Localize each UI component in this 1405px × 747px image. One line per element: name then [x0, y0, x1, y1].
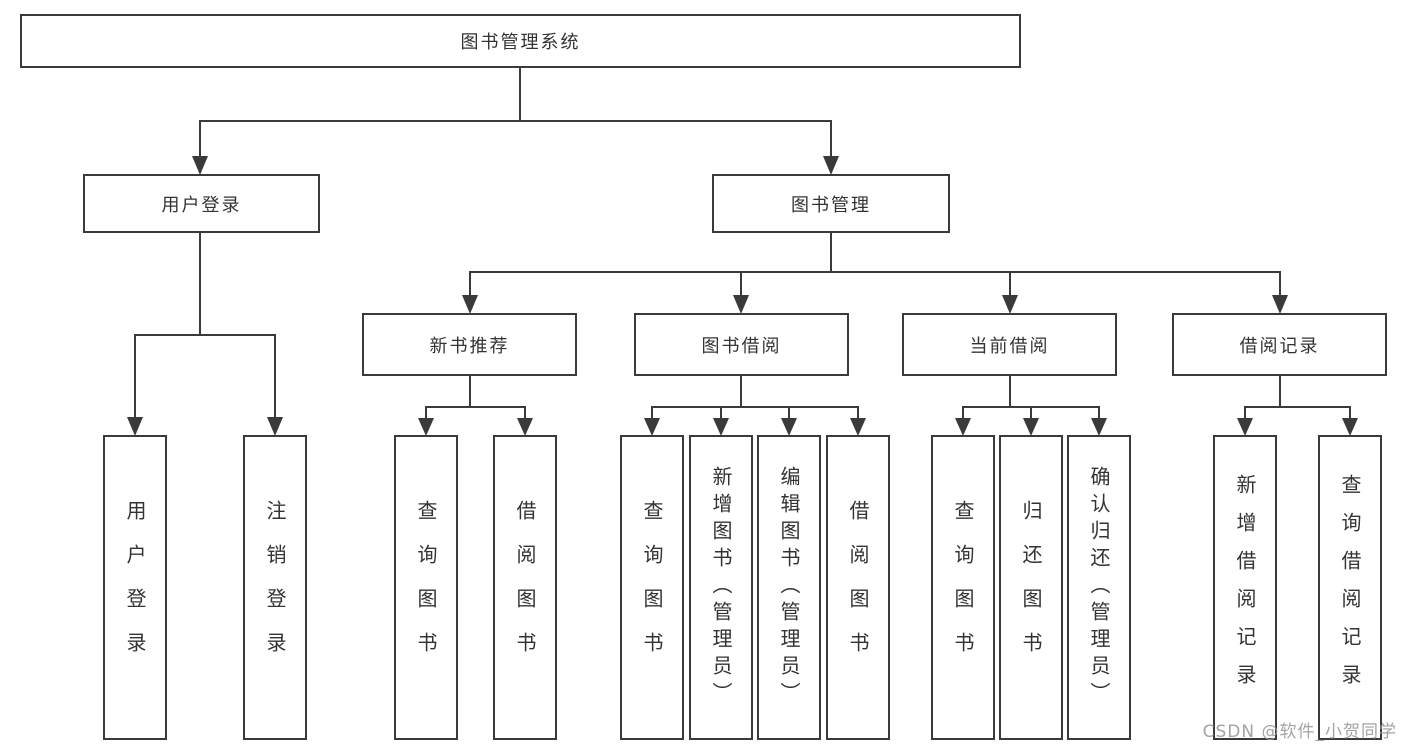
arrow-down-icon — [1002, 295, 1018, 314]
arrow-down-icon — [781, 418, 797, 436]
connector-borrow-branch — [651, 406, 859, 419]
leaf-query-books-borrow-label: 查询图书 — [640, 499, 664, 676]
node-user-login-label: 用户登录 — [161, 194, 242, 216]
node-user-login: 用户登录 — [83, 174, 320, 233]
node-current-borrow: 当前借阅 — [902, 313, 1117, 376]
leaf-logout: 注销登录 — [243, 435, 307, 740]
leaf-query-books-current-label: 查询图书 — [951, 499, 975, 676]
leaf-query-books-recommend-label: 查询图书 — [414, 499, 438, 676]
leaf-user-login: 用户登录 — [103, 435, 167, 740]
node-book-borrow: 图书借阅 — [634, 313, 849, 376]
leaf-confirm-return-admin: 确认归还（管理员） — [1067, 435, 1131, 740]
leaf-logout-label: 注销登录 — [263, 499, 287, 676]
arrow-down-icon — [850, 418, 866, 436]
node-book-borrow-label: 图书借阅 — [701, 335, 782, 357]
connector-current-branch — [962, 406, 1100, 419]
leaf-query-books-recommend: 查询图书 — [394, 435, 458, 740]
leaf-add-books-admin-label: 新增图书（管理员） — [709, 466, 733, 709]
leaf-add-books-admin: 新增图书（管理员） — [689, 435, 753, 740]
arrow-down-icon — [192, 156, 208, 175]
leaf-confirm-return-admin-label: 确认归还（管理员） — [1087, 466, 1111, 709]
node-library-system: 图书管理系统 — [20, 14, 1021, 68]
node-library-system-label: 图书管理系统 — [460, 32, 581, 53]
leaf-user-login-label: 用户登录 — [123, 499, 147, 676]
arrow-down-icon — [418, 418, 434, 436]
arrowheads — [127, 156, 1358, 436]
arrow-down-icon — [462, 295, 478, 314]
node-current-borrow-label: 当前借阅 — [969, 335, 1050, 357]
node-new-book-recommend-label: 新书推荐 — [429, 335, 510, 357]
connector-newbook-branch — [425, 406, 526, 419]
connector-records-branch — [1244, 406, 1351, 419]
node-book-management: 图书管理 — [712, 174, 950, 233]
arrow-down-icon — [127, 417, 143, 436]
arrow-down-icon — [713, 418, 729, 436]
leaf-query-borrow-record-label: 查询借阅记录 — [1338, 473, 1362, 702]
node-book-management-label: 图书管理 — [791, 194, 871, 216]
connector-bookmgmt-branch — [469, 271, 1281, 296]
arrow-down-icon — [1237, 418, 1253, 436]
leaf-query-books-borrow: 查询图书 — [620, 435, 684, 740]
leaf-borrow-books-recommend: 借阅图书 — [493, 435, 557, 740]
connector-root-branch — [199, 120, 832, 157]
leaf-query-borrow-record: 查询借阅记录 — [1318, 435, 1382, 740]
arrow-down-icon — [1272, 295, 1288, 314]
leaf-borrow-books-recommend-label: 借阅图书 — [513, 499, 537, 676]
node-borrow-records-label: 借阅记录 — [1239, 335, 1320, 357]
leaf-query-books-current: 查询图书 — [931, 435, 995, 740]
arrow-down-icon — [955, 418, 971, 436]
leaf-edit-books-admin-label: 编辑图书（管理员） — [777, 466, 801, 709]
arrow-down-icon — [644, 418, 660, 436]
watermark: CSDN @软件_小贺同学 — [1202, 722, 1397, 742]
leaf-add-borrow-record: 新增借阅记录 — [1213, 435, 1277, 740]
leaf-return-books: 归还图书 — [999, 435, 1063, 740]
arrow-down-icon — [823, 156, 839, 175]
arrow-down-icon — [733, 295, 749, 314]
leaf-edit-books-admin: 编辑图书（管理员） — [757, 435, 821, 740]
arrow-down-icon — [1091, 418, 1107, 436]
leaf-borrow-books: 借阅图书 — [826, 435, 890, 740]
leaf-borrow-books-label: 借阅图书 — [846, 499, 870, 676]
connector-userlogin-branch — [134, 334, 276, 418]
arrow-down-icon — [1023, 418, 1039, 436]
arrow-down-icon — [1342, 418, 1358, 436]
node-borrow-records: 借阅记录 — [1172, 313, 1387, 376]
leaf-return-books-label: 归还图书 — [1019, 499, 1043, 676]
arrow-down-icon — [517, 418, 533, 436]
leaf-add-borrow-record-label: 新增借阅记录 — [1233, 473, 1257, 702]
arrow-down-icon — [267, 417, 283, 436]
node-new-book-recommend: 新书推荐 — [362, 313, 577, 376]
